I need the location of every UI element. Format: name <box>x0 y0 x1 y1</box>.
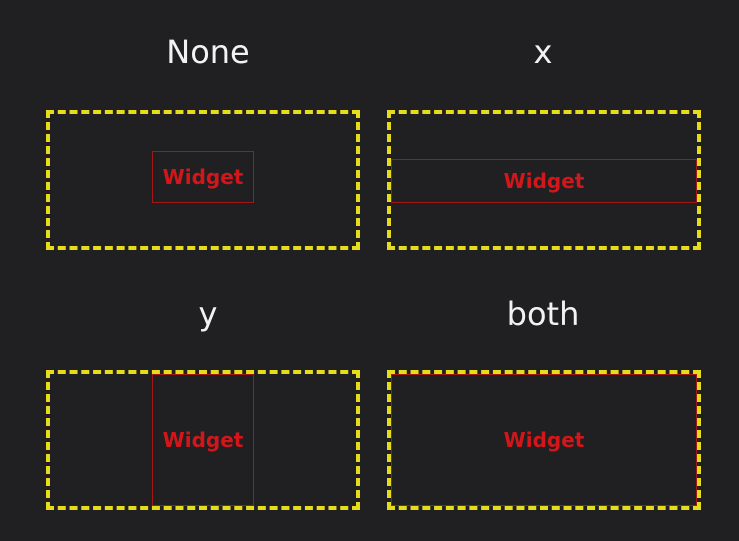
panel-title-both: both <box>506 295 580 333</box>
widget-label-both: Widget <box>503 428 585 452</box>
container-frame-both: Widget <box>387 370 701 510</box>
widget-box-x: Widget <box>391 159 697 203</box>
widget-label-none: Widget <box>162 165 244 189</box>
widget-box-none: Widget <box>152 151 254 203</box>
panel-title-y: y <box>198 295 218 333</box>
container-frame-x: Widget <box>387 110 701 250</box>
widget-box-both: Widget <box>391 374 697 506</box>
container-frame-y: Widget <box>46 370 360 510</box>
widget-label-y: Widget <box>162 428 244 452</box>
panel-title-none: None <box>166 33 250 71</box>
container-frame-none: Widget <box>46 110 360 250</box>
widget-label-x: Widget <box>503 169 585 193</box>
widget-box-y: Widget <box>152 374 254 506</box>
panel-title-x: x <box>533 33 553 71</box>
